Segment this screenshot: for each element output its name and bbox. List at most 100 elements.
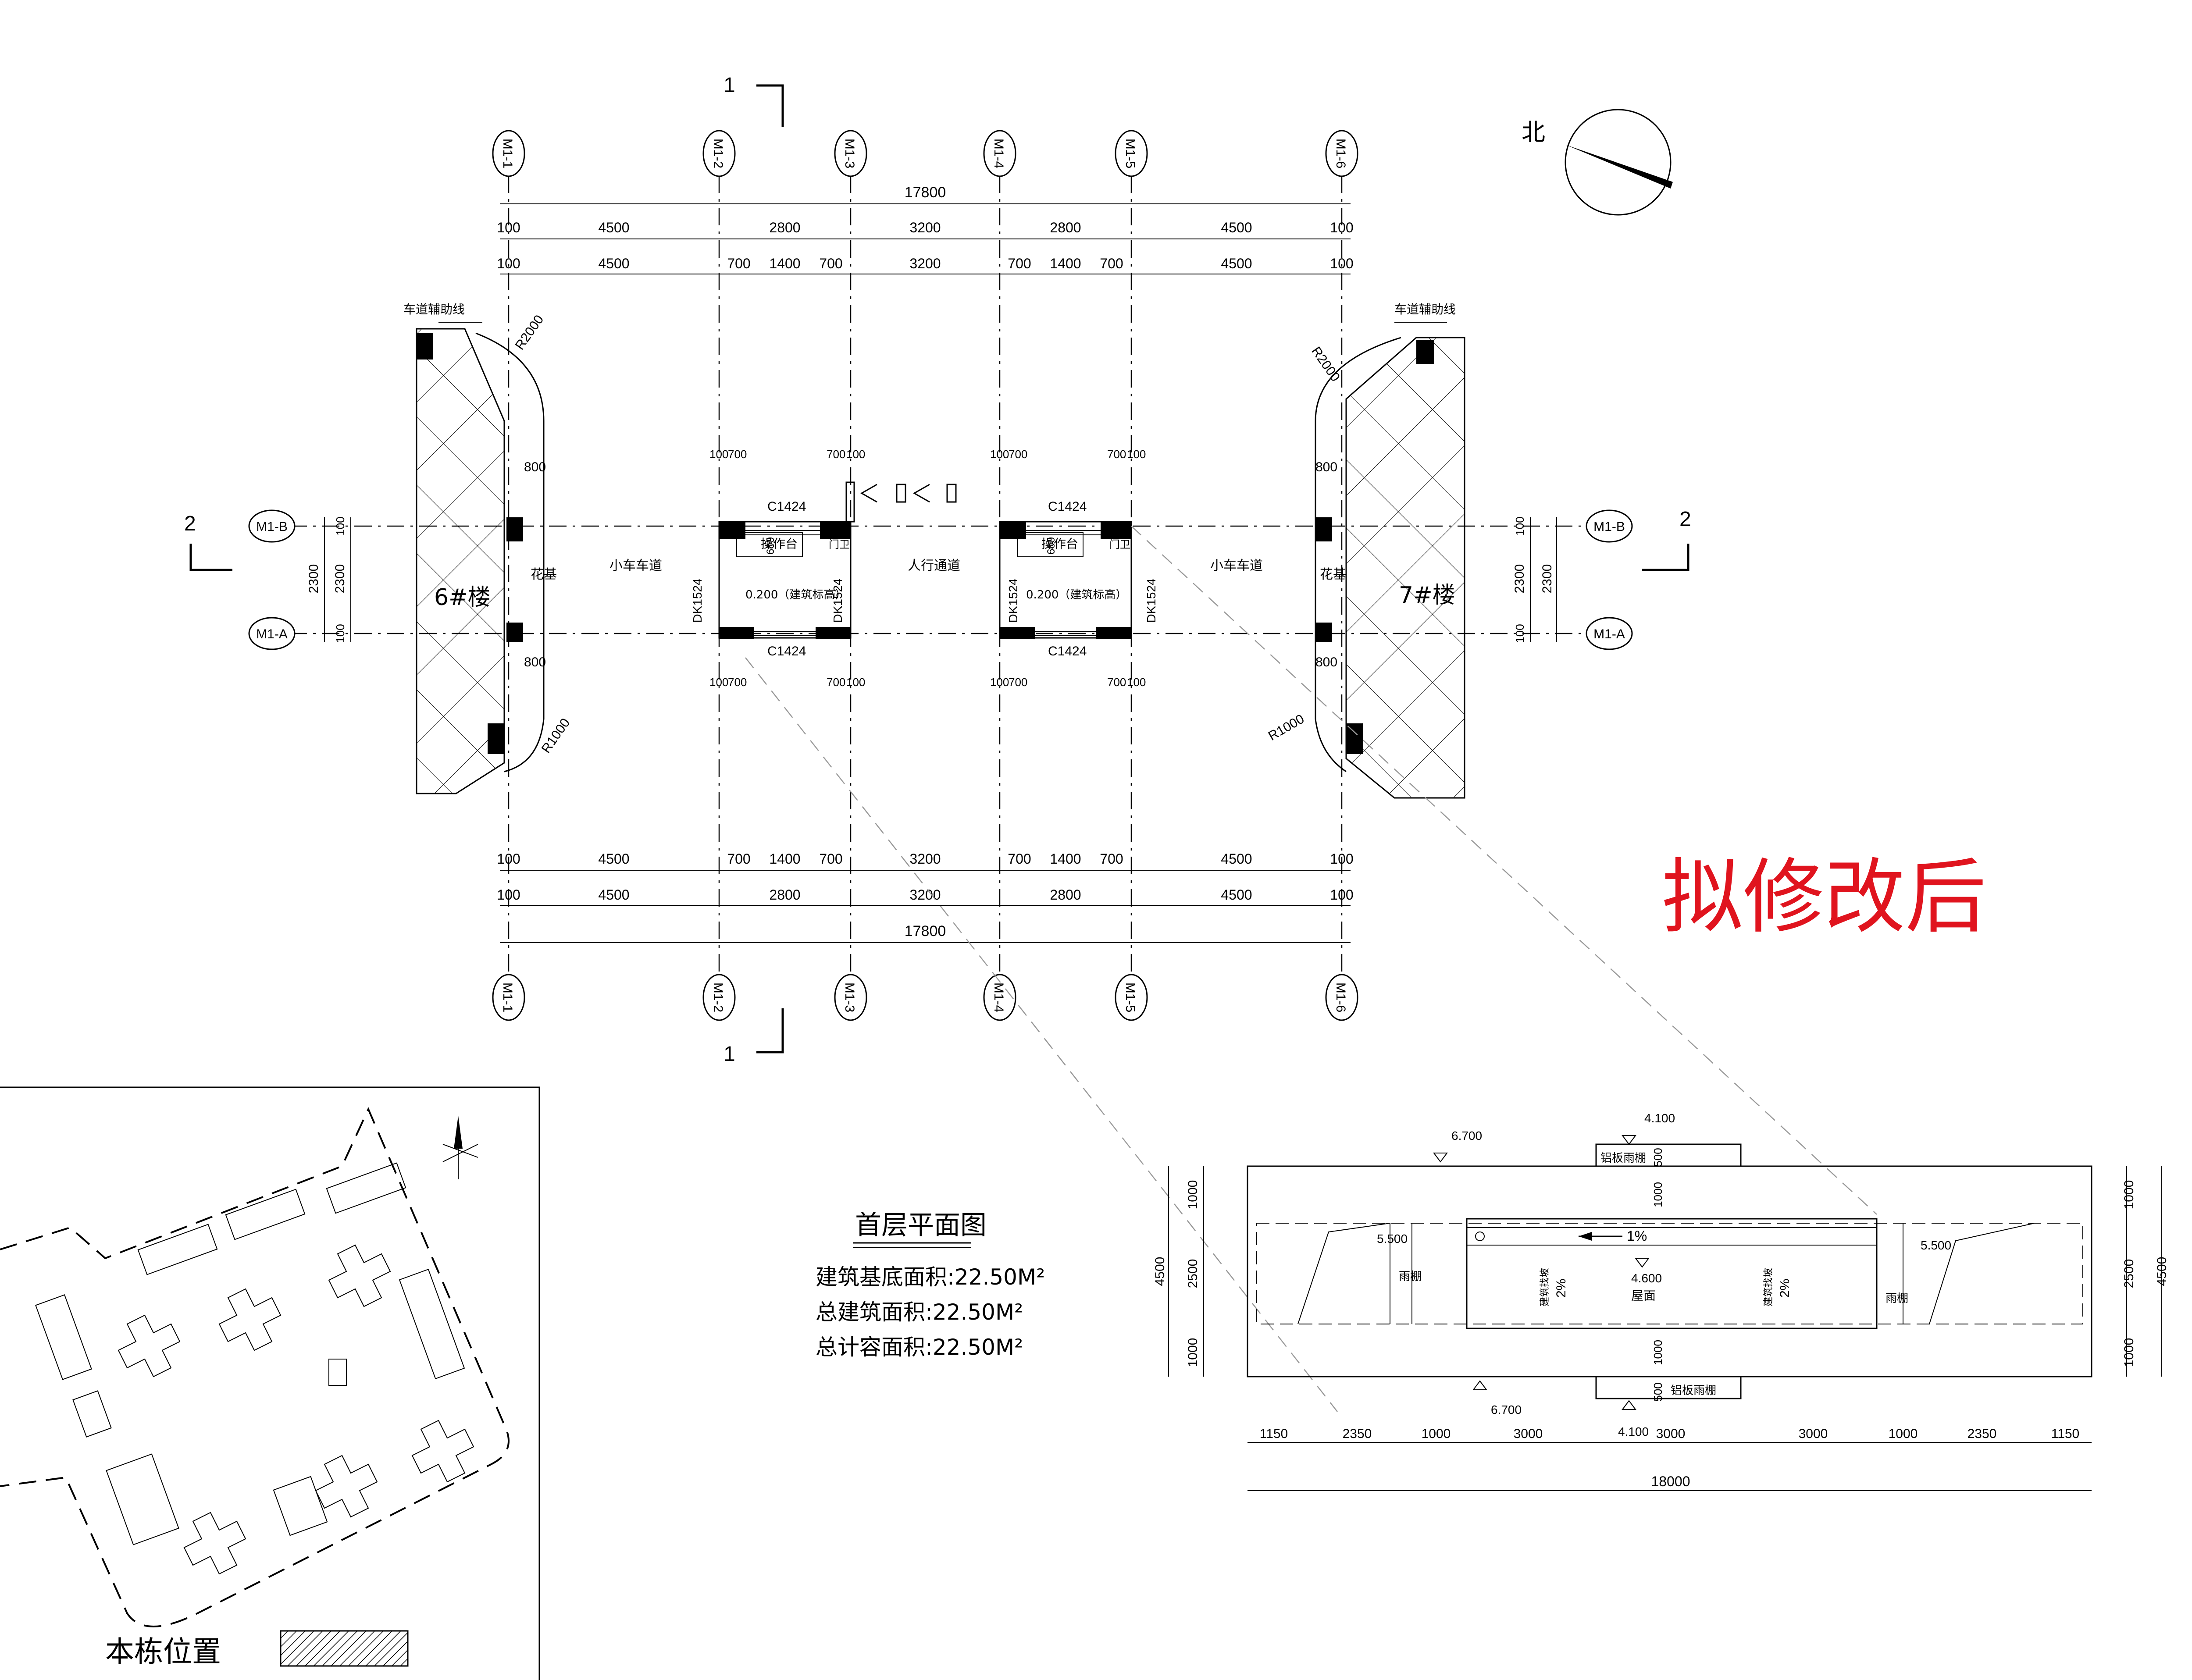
bldg6-label: 6#楼 xyxy=(434,584,491,611)
svg-text:700: 700 xyxy=(1009,448,1027,461)
svg-text:800: 800 xyxy=(524,655,546,669)
svg-text:屋面: 屋面 xyxy=(1631,1288,1656,1303)
svg-text:R1000: R1000 xyxy=(1266,712,1307,744)
bldg7-label: 7#楼 xyxy=(1399,582,1455,609)
car-lane-left: 小车车道 xyxy=(609,558,662,573)
svg-text:4.100: 4.100 xyxy=(1644,1111,1675,1125)
revision-title: 拟修改后 xyxy=(1662,850,1986,944)
svg-text:M1-3: M1-3 xyxy=(842,982,857,1012)
svg-text:1000: 1000 xyxy=(2122,1180,2136,1210)
svg-text:铝板雨棚: 铝板雨棚 xyxy=(1600,1152,1646,1165)
svg-text:0.200（建筑标高）: 0.200（建筑标高） xyxy=(1026,588,1127,602)
svg-text:1000: 1000 xyxy=(1651,1182,1664,1207)
svg-text:700: 700 xyxy=(819,851,842,867)
svg-text:100: 100 xyxy=(1330,851,1353,867)
entry-arrows xyxy=(860,484,957,503)
site-north-icon xyxy=(442,1116,478,1179)
svg-text:700: 700 xyxy=(727,256,750,271)
svg-text:1000: 1000 xyxy=(2122,1338,2136,1367)
axis-bubble: M1-5 xyxy=(1115,130,1148,177)
axis-bubble: M1-3 xyxy=(834,974,867,1021)
svg-text:4.600: 4.600 xyxy=(1631,1271,1662,1285)
svg-text:3200: 3200 xyxy=(909,887,941,903)
lane-aux-label-right: 车道辅助线 xyxy=(1394,302,1456,317)
svg-text:1150: 1150 xyxy=(1260,1427,1288,1441)
axis-bubble: M1-2 xyxy=(702,130,736,177)
svg-text:DK1524: DK1524 xyxy=(691,578,704,623)
svg-text:1000: 1000 xyxy=(1651,1340,1664,1365)
building-7: 7#楼 车道辅助线 R2000 R1000 花基 800 800 xyxy=(1266,302,1465,799)
svg-text:100: 100 xyxy=(846,676,865,689)
svg-text:1000: 1000 xyxy=(1186,1180,1200,1210)
svg-text:700: 700 xyxy=(728,676,747,689)
axis-bubble: M1-B xyxy=(1586,509,1633,543)
svg-text:500: 500 xyxy=(1651,1382,1664,1401)
section-mark-2-right: 2 xyxy=(1642,508,1691,571)
svg-text:700: 700 xyxy=(1107,676,1126,689)
area-footprint: 建筑基底面积:22.50M² xyxy=(816,1264,1045,1290)
svg-text:100: 100 xyxy=(1330,220,1353,235)
axis-bubbles-top: M1-1 M1-2 M1-3 M1-4 M1-5 M1-6 xyxy=(492,130,1358,177)
plan-title: 首层平面图 xyxy=(855,1210,987,1241)
svg-text:100: 100 xyxy=(709,448,728,461)
svg-text:门卫: 门卫 xyxy=(829,538,850,551)
axis-bubbles-side: M1-B M1-A M1-B M1-A xyxy=(248,509,1633,650)
svg-text:700: 700 xyxy=(1107,448,1126,461)
svg-text:700: 700 xyxy=(827,448,845,461)
svg-text:2300: 2300 xyxy=(1512,564,1527,594)
svg-text:100: 100 xyxy=(1330,887,1353,903)
svg-text:6.700: 6.700 xyxy=(1491,1403,1522,1417)
roof-plan: 5.500 5.500 雨棚 雨棚 6.700 4.100 铝板雨棚 6.700… xyxy=(1153,1111,2169,1491)
svg-text:100: 100 xyxy=(1330,256,1353,271)
building-6: 6#楼 车道辅助线 R2000 R1000 花基 800 800 xyxy=(403,302,573,794)
svg-text:雨棚: 雨棚 xyxy=(1885,1292,1908,1305)
svg-text:4500: 4500 xyxy=(1221,887,1252,903)
svg-text:3200: 3200 xyxy=(909,256,941,271)
svg-text:17800: 17800 xyxy=(905,923,946,940)
svg-text:R2000: R2000 xyxy=(1308,344,1343,384)
location-label: 本栋位置 xyxy=(105,1635,221,1669)
svg-text:700: 700 xyxy=(1008,851,1031,867)
svg-text:100: 100 xyxy=(497,851,520,867)
svg-text:4500: 4500 xyxy=(1153,1257,1167,1286)
svg-text:4500: 4500 xyxy=(598,256,629,271)
site-location-map: 本栋位置 xyxy=(0,1086,540,1680)
svg-text:雨棚: 雨棚 xyxy=(1399,1270,1422,1283)
svg-text:M1-B: M1-B xyxy=(1593,520,1625,534)
svg-text:铝板雨棚: 铝板雨棚 xyxy=(1671,1384,1716,1397)
svg-text:操作台: 操作台 xyxy=(761,537,798,551)
svg-text:4500: 4500 xyxy=(1221,256,1252,271)
axis-bubble: M1-3 xyxy=(834,130,867,177)
axis-bubble: M1-4 xyxy=(983,974,1016,1021)
svg-text:700: 700 xyxy=(1009,676,1027,689)
svg-text:2300: 2300 xyxy=(333,564,347,594)
axis-bubble: M1-1 xyxy=(492,974,525,1021)
svg-text:2%: 2% xyxy=(1778,1279,1792,1298)
axis-bubble: M1-A xyxy=(248,617,296,650)
svg-text:2350: 2350 xyxy=(1343,1427,1372,1441)
svg-text:500: 500 xyxy=(1651,1148,1664,1167)
axis-bubble: M1-B xyxy=(248,509,296,543)
svg-text:建筑找坡: 建筑找坡 xyxy=(1540,1268,1550,1306)
svg-text:18000: 18000 xyxy=(1651,1474,1690,1489)
svg-text:800: 800 xyxy=(1315,655,1337,669)
axis-bubble: M1-2 xyxy=(702,974,736,1021)
svg-text:4500: 4500 xyxy=(1221,851,1252,867)
axis-bubble: M1-6 xyxy=(1325,974,1358,1021)
svg-text:R2000: R2000 xyxy=(513,313,547,352)
svg-text:M1-A: M1-A xyxy=(256,627,288,641)
svg-text:1000: 1000 xyxy=(1186,1338,1200,1367)
svg-text:操作台: 操作台 xyxy=(1041,537,1078,551)
area-gross: 总建筑面积:22.50M² xyxy=(816,1299,1023,1325)
svg-text:1%: 1% xyxy=(1627,1228,1647,1244)
dimensions-top: 17800 100 4500 2800 3200 2800 4500 100 1… xyxy=(497,184,1354,274)
svg-text:2350: 2350 xyxy=(1967,1427,1997,1441)
svg-text:100: 100 xyxy=(497,887,520,903)
svg-text:3200: 3200 xyxy=(909,851,941,867)
svg-text:DK1524: DK1524 xyxy=(831,578,845,623)
svg-text:花基: 花基 xyxy=(531,567,557,582)
svg-text:100: 100 xyxy=(846,448,865,461)
svg-text:2800: 2800 xyxy=(769,220,800,235)
location-legend-swatch xyxy=(280,1630,409,1667)
svg-text:2300: 2300 xyxy=(1540,564,1554,594)
